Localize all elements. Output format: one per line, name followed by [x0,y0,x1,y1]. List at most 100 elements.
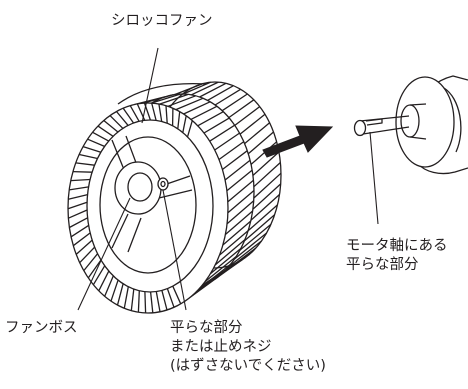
fan-blade [222,150,248,171]
fan-blade [149,291,154,313]
fan-blade [103,119,119,133]
fan-boss-inner [127,172,153,202]
fan-blade [122,107,135,124]
label-flat-part-line3: (はずさないでください) [170,358,326,374]
fan-blade [221,93,248,112]
fan-blade [144,291,147,314]
fan-blade [234,232,268,260]
fan-blade [247,131,274,155]
fan-blade [161,290,168,311]
motor-inner-edge [443,87,462,153]
fan-blade [222,220,252,246]
fan-blade [68,193,88,200]
fan-blade [239,113,266,135]
fan-blade [97,125,114,137]
label-sirocco-fan-text: シロッコファン [111,13,213,29]
fan-blade [177,111,181,129]
fan-blade [158,103,163,122]
fan-blade [87,259,102,279]
fan-blade [204,256,237,283]
fan-blade [186,120,193,138]
fan-blade [182,115,187,133]
label-flat-part-line2: または止めネジ [170,339,272,355]
fan-drum-top [117,82,207,105]
sirocco-fan [67,81,282,314]
fan-blade [68,209,88,219]
fan-blade [137,290,140,313]
motor-collar [400,104,420,138]
fan-blade [151,102,157,121]
label-motor-shaft-line1: モータ軸にある [346,238,448,254]
fan-blade [214,239,246,266]
fan-blade [250,141,278,165]
fan-blade [83,253,99,272]
fan-blade [234,106,261,126]
fan-blade [218,141,245,161]
fan-blade [79,153,98,160]
leader-sirocco-fan [141,47,159,124]
fan-blade [243,214,276,242]
fan-blade [203,117,230,134]
fan-blade [69,186,89,191]
fan-blade [226,200,255,225]
fan-blade [174,82,204,96]
fan-blade [75,239,93,255]
motor [353,75,468,175]
fan-blade [167,95,196,107]
fan-blade [228,99,255,119]
fan-blade [109,115,124,129]
set-screw [157,177,169,191]
fan-blade [82,145,101,153]
assembly-arrow [262,125,334,158]
fan-blade [123,286,129,309]
motor-collar-side [409,103,427,140]
fan-blade [214,132,240,151]
leader-flat-part [162,189,187,311]
fan-blade [244,122,271,145]
fan-blade [252,183,282,210]
fan-blade [79,246,96,264]
fan-blade [142,94,174,104]
set-screw-head [160,180,166,188]
motor-shaft-tip [353,119,367,137]
fan-blade [227,179,254,203]
label-flat-part-or-set-screw: 平らな部分 または止めネジ (はずさないでください) [170,319,326,376]
fan-blade [151,93,181,104]
fan-blade [224,210,254,235]
fan-spoke-bottom [111,213,142,253]
fan-blade [226,169,253,192]
fan-blade [209,124,236,142]
leader-motor-shaft [369,131,379,225]
fan-blade [110,279,119,302]
fan-blade [210,247,242,275]
fan-blade [67,201,88,210]
fan-blade [228,240,262,268]
fan-blade [253,172,282,199]
label-fan-boss: ファンボス [5,319,78,338]
fan-blade [129,105,140,122]
label-flat-part-line1: 平らな部分 [170,320,243,336]
fan-blade [130,289,135,311]
fan-blade [75,162,95,166]
fan-blade [159,93,189,105]
motor-face [395,76,455,168]
fan-boss [114,161,162,215]
motor-shaft-flat [365,118,383,126]
fan-inner-blades [67,102,193,314]
label-fan-boss-text: ファンボス [5,320,78,336]
fan-blade [207,85,234,101]
fan-blade [155,291,161,312]
leader-lines [77,47,379,311]
fan-blade [253,162,281,188]
fan-blade [87,138,105,147]
fan-blade [72,170,93,173]
fan-blade [197,111,224,127]
fan-blade [172,285,182,305]
fan-blade [166,288,175,308]
fan-blade [98,270,110,292]
fan-blade [224,159,251,181]
fan-blade [116,111,129,126]
fan-blade [190,105,218,120]
fan-blade [69,217,88,229]
